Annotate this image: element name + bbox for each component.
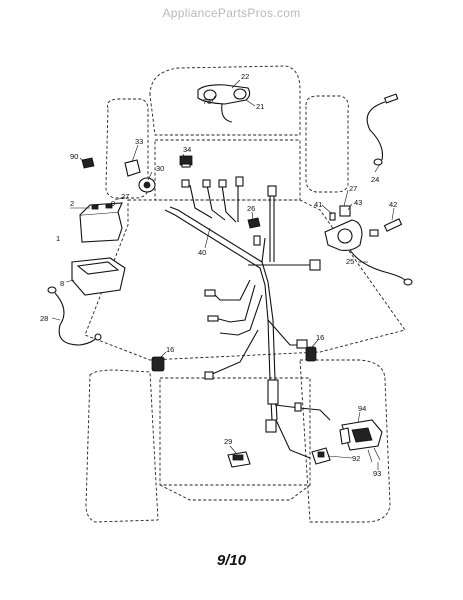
callout-9: 9 [111, 199, 115, 208]
main-wiring-harness [164, 184, 331, 459]
callout-leaders [51, 79, 395, 470]
callout-73: 73 [203, 97, 211, 106]
callout-21: 21 [256, 102, 264, 111]
sensor-lower [339, 427, 351, 445]
callout-labels: 22 73 21 33 34 90 30 24 27 2 9 27 1 41 4… [40, 72, 397, 478]
cable-25 [349, 249, 413, 286]
harness-connectors [181, 176, 321, 433]
callout-25: 25 [346, 257, 354, 266]
watermark: AppliancePartsPros.com [162, 6, 301, 20]
callout-27-top: 27 [349, 184, 357, 193]
callout-30: 30 [156, 164, 164, 173]
callout-33: 33 [135, 137, 143, 146]
callout-8: 8 [60, 279, 64, 288]
page-number: 9/10 [216, 552, 247, 569]
switch-16-left [151, 356, 165, 372]
callout-16-left: 16 [166, 345, 174, 354]
callout-34: 34 [183, 145, 191, 154]
module-94 [341, 419, 383, 463]
connector-92 [311, 447, 331, 465]
battery-tray-8 [71, 257, 126, 296]
callout-29: 29 [224, 437, 232, 446]
callout-24: 24 [371, 175, 379, 184]
callout-92: 92 [352, 454, 360, 463]
callout-2: 2 [70, 199, 74, 208]
callout-93: 93 [373, 469, 381, 478]
cable-24 [366, 93, 399, 166]
callout-94: 94 [358, 404, 366, 413]
callout-22: 22 [241, 72, 249, 81]
callout-43: 43 [354, 198, 362, 207]
battery-1 [70, 196, 126, 243]
callout-90: 90 [70, 152, 78, 161]
seat-switch-29 [227, 451, 251, 468]
switch-16-right [305, 346, 317, 362]
cable-28 [47, 286, 102, 346]
switch-90 [81, 157, 95, 169]
callout-41: 41 [314, 200, 322, 209]
key-switch-30 [138, 177, 156, 193]
switch-34 [179, 155, 193, 168]
callout-28: 28 [40, 314, 48, 323]
switch-33 [124, 159, 141, 177]
callout-42: 42 [389, 200, 397, 209]
callout-27-left: 27 [121, 192, 129, 201]
callout-16-right: 16 [316, 333, 324, 342]
relay-26 [247, 217, 261, 246]
callout-26: 26 [247, 204, 255, 213]
callout-40: 40 [198, 248, 206, 257]
solenoid-43 [324, 205, 363, 251]
tractor-outline [84, 65, 406, 523]
callout-1: 1 [56, 234, 60, 243]
headlight-assembly [197, 84, 251, 123]
terminal-42 [369, 218, 403, 237]
